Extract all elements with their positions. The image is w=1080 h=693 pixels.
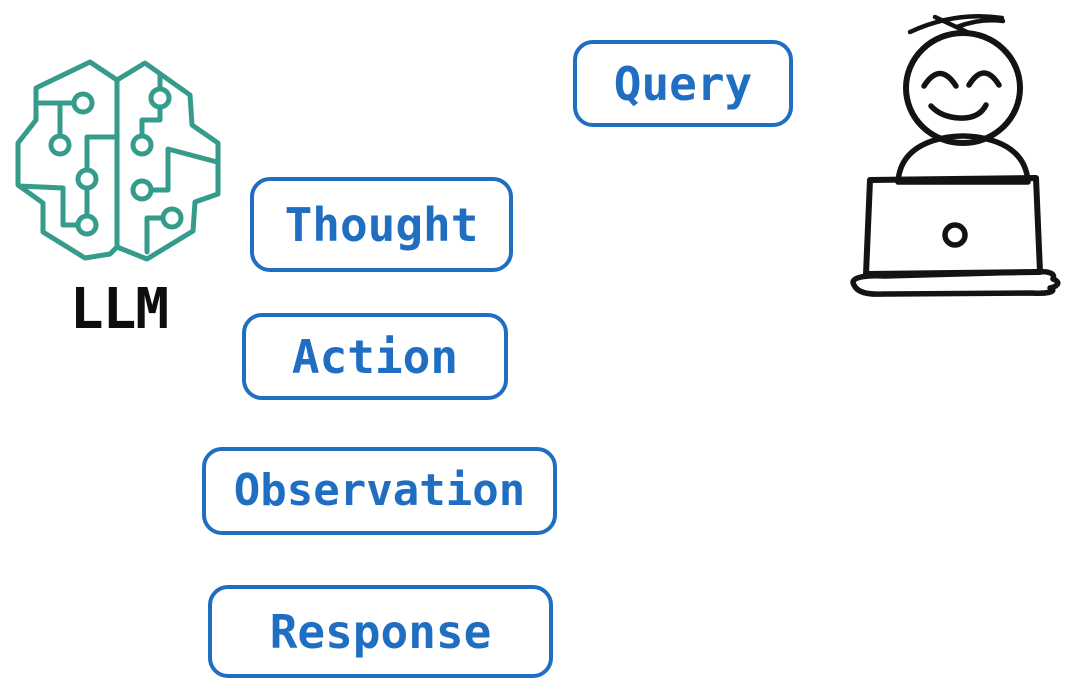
- brain-circuit-traces: [16, 72, 220, 255]
- smile-icon: [928, 102, 989, 121]
- query-box: Query: [573, 40, 793, 127]
- observation-box: Observation: [202, 447, 557, 535]
- person-at-laptop-icon: [850, 14, 1061, 297]
- hair-tuft-icon: [907, 14, 1006, 35]
- thought-box: Thought: [250, 177, 513, 272]
- person-head: [903, 14, 1023, 146]
- llm-label: LLM: [69, 277, 169, 342]
- laptop-icon: [850, 175, 1061, 297]
- laptop-logo: [942, 222, 968, 248]
- person-shoulders: [895, 133, 1031, 185]
- response-box: Response: [208, 585, 553, 678]
- brain-circuit-nodes: [48, 86, 184, 237]
- laptop-base: [850, 268, 1061, 297]
- happy-eyes-icon: [921, 70, 1002, 89]
- action-box: Action: [242, 313, 508, 400]
- circuit-brain-icon: [15, 59, 221, 262]
- brain-outline: [15, 59, 221, 262]
